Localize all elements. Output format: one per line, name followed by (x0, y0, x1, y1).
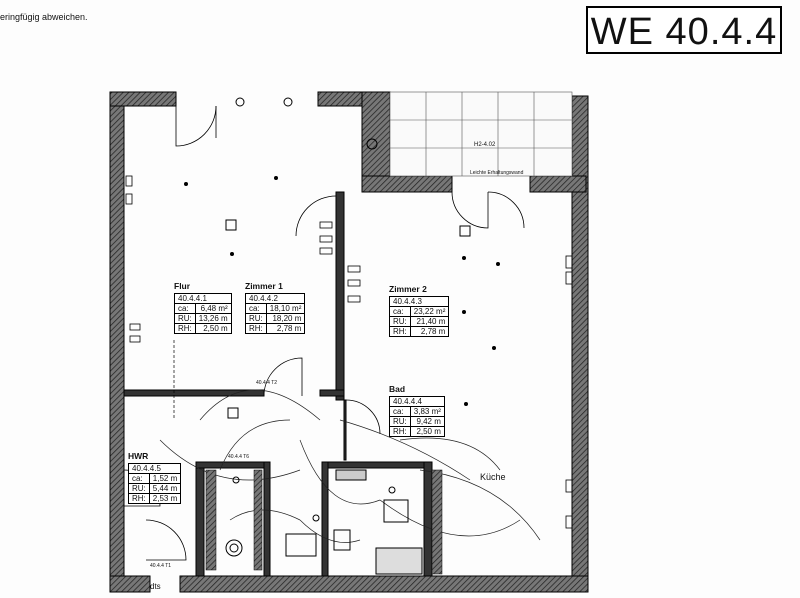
ca-label: ca: (389, 406, 411, 417)
ca-value: 6,48 m² (194, 303, 232, 314)
ru-label: RU: (128, 483, 150, 494)
interior-walls (123, 191, 433, 577)
room-name: Zimmer 2 (389, 284, 427, 294)
ru-label: RU: (174, 313, 196, 324)
room-label-kueche: Küche (480, 472, 506, 482)
rh-value: 2,50 m (409, 426, 445, 437)
room-name: Zimmer 1 (245, 281, 283, 291)
room-table: 40.4.4.3 ca:23,22 m² RU:21,40 m RH:2,78 … (388, 296, 450, 337)
room-card-zimmer-1: Zimmer 1 40.4.4.2 ca:18,10 m² RU:18,20 m… (244, 281, 306, 334)
exterior-walls (109, 91, 589, 593)
ru-label: RU: (389, 416, 411, 427)
room-name: Flur (174, 281, 191, 291)
ru-label: RU: (245, 313, 267, 324)
marker-dts: dts (150, 582, 161, 591)
ru-value: 9,42 m (409, 416, 445, 427)
rh-label: RH: (128, 493, 150, 504)
ca-value: 23,22 m² (409, 306, 450, 317)
rh-value: 2,50 m (194, 323, 232, 334)
room-table: 40.4.4.5 ca:1,52 m RU:5,44 m RH:2,53 m (127, 463, 182, 504)
room-card-hwr: HWR 40.4.4.5 ca:1,52 m RU:5,44 m RH:2,53… (127, 451, 182, 504)
room-name: Bad (389, 384, 406, 394)
ca-label: ca: (128, 473, 150, 484)
room-number: 40.4.4.3 (388, 296, 450, 307)
ru-label: RU: (389, 316, 411, 327)
room-table: 40.4.4.1 ca:6,48 m² RU:13,26 m RH:2,50 m (174, 293, 232, 334)
electrical-wiring (159, 389, 541, 543)
rh-label: RH: (245, 323, 267, 334)
rh-label: RH: (389, 426, 411, 437)
rh-label: RH: (389, 326, 411, 337)
ca-label: ca: (245, 303, 267, 314)
ca-value: 1,52 m (148, 473, 182, 484)
ca-value: 18,10 m² (265, 303, 306, 314)
ru-value: 5,44 m (148, 483, 182, 494)
room-name: HWR (128, 451, 149, 461)
room-number: 40.4.4.5 (127, 463, 182, 474)
rh-label: RH: (174, 323, 196, 334)
balcony (389, 91, 573, 177)
door-marker-t2: 40.4.4 T2 (256, 380, 278, 386)
ca-value: 3,83 m² (409, 406, 445, 417)
balcony-sub-label: Leichte Erhaltungswand (470, 170, 524, 176)
electrical-symbols (184, 97, 500, 575)
door-marker-t6: 40.4.4 T6 (228, 454, 250, 460)
ca-label: ca: (389, 306, 411, 317)
ca-label: ca: (174, 303, 196, 314)
header-note: eringfügig abweichen. (0, 12, 88, 22)
wall-outlets (125, 175, 573, 529)
room-card-flur: Flur 40.4.4.1 ca:6,48 m² RU:13,26 m RH:2… (174, 281, 232, 334)
room-number: 40.4.4.1 (174, 293, 232, 304)
room-table: 40.4.4.2 ca:18,10 m² RU:18,20 m RH:2,78 … (244, 293, 306, 334)
balcony-label: H2-4.02 (474, 142, 496, 148)
room-card-bad: Bad 40.4.4.4 ca:3,83 m² RU:9,42 m RH:2,5… (389, 384, 445, 437)
ru-value: 18,20 m (265, 313, 306, 324)
rh-value: 2,53 m (148, 493, 182, 504)
room-table: 40.4.4.4 ca:3,83 m² RU:9,42 m RH:2,50 m (389, 396, 445, 437)
unit-id-box: WE 40.4.4 (586, 6, 782, 54)
rh-value: 2,78 m (409, 326, 450, 337)
rh-value: 2,78 m (265, 323, 306, 334)
door-marker-t1: 40.4.4 T1 (150, 563, 172, 569)
room-card-zimmer-2: Zimmer 2 40.4.4.3 ca:23,22 m² RU:21,40 m… (388, 284, 450, 337)
ru-value: 13,26 m (194, 313, 232, 324)
room-number: 40.4.4.4 (389, 396, 445, 407)
room-number: 40.4.4.2 (244, 293, 306, 304)
ru-value: 21,40 m (409, 316, 450, 327)
